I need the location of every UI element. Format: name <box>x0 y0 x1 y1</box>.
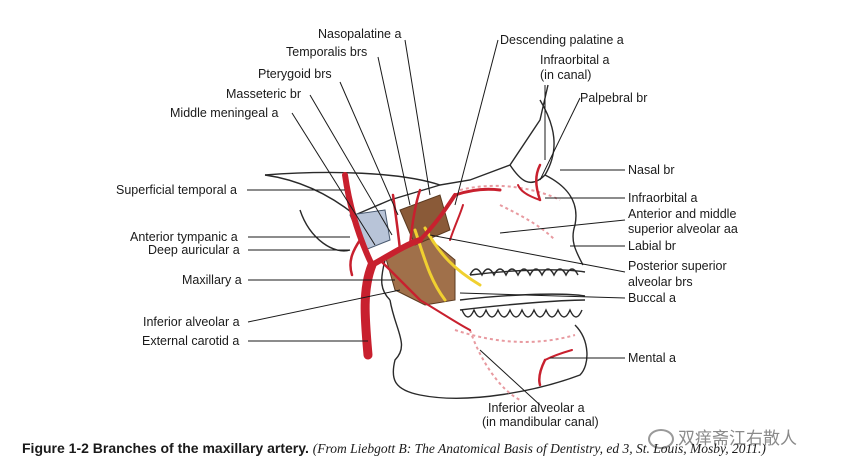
label-middle-meningeal: Middle meningeal a <box>170 106 278 120</box>
figure-source: (From Liebgott B: The Anatomical Basis o… <box>312 441 766 456</box>
arteries <box>342 163 573 387</box>
label-infraorbital: Infraorbital a <box>628 191 698 205</box>
label-infraorbital-canal-1: Infraorbital a <box>540 53 610 67</box>
label-descending-palatine: Descending palatine a <box>500 33 624 47</box>
label-mental: Mental a <box>628 351 676 365</box>
label-external-carotid: External carotid a <box>142 334 239 348</box>
label-anterior-tympanic: Anterior tympanic a <box>130 230 238 244</box>
label-pterygoid: Pterygoid brs <box>258 67 332 81</box>
figure-caption: Figure 1-2 Branches of the maxillary art… <box>22 440 842 462</box>
labels: Nasopalatine a Descending palatine a Tem… <box>116 27 738 429</box>
label-superficial-temporal: Superficial temporal a <box>116 183 237 197</box>
label-temporalis: Temporalis brs <box>286 45 367 59</box>
label-posterior-superior-2: alveolar brs <box>628 275 693 289</box>
watermark: 双痒斋江右散人 <box>648 424 797 449</box>
maxillary-artery-diagram: Nasopalatine a Descending palatine a Tem… <box>116 27 738 429</box>
watermark-text: 双痒斋江右散人 <box>678 429 797 449</box>
label-inferior-alveolar-canal-2: (in mandibular canal) <box>482 415 599 429</box>
label-inferior-alveolar-canal-1: Inferior alveolar a <box>488 401 585 415</box>
label-anterior-middle-2: superior alveolar aa <box>628 222 738 236</box>
figure-number: Figure 1-2 <box>22 440 89 456</box>
label-labial: Labial br <box>628 239 676 253</box>
label-palpebral: Palpebral br <box>580 91 647 105</box>
label-anterior-middle-1: Anterior and middle <box>628 207 736 221</box>
label-nasal: Nasal br <box>628 163 675 177</box>
label-nasopalatine: Nasopalatine a <box>318 27 401 41</box>
label-deep-auricular: Deep auricular a <box>148 243 240 257</box>
skull-illustration <box>264 84 588 399</box>
wechat-icon <box>648 429 674 449</box>
label-buccal: Buccal a <box>628 291 676 305</box>
label-inferior-alveolar: Inferior alveolar a <box>143 315 240 329</box>
leader-lines <box>247 39 626 406</box>
label-posterior-superior-1: Posterior superior <box>628 259 727 273</box>
figure-title: Branches of the maxillary artery. <box>92 440 309 456</box>
label-infraorbital-canal-2: (in canal) <box>540 68 591 82</box>
label-masseteric: Masseteric br <box>226 87 301 101</box>
label-maxillary: Maxillary a <box>182 273 242 287</box>
dotted-arteries <box>454 184 576 401</box>
